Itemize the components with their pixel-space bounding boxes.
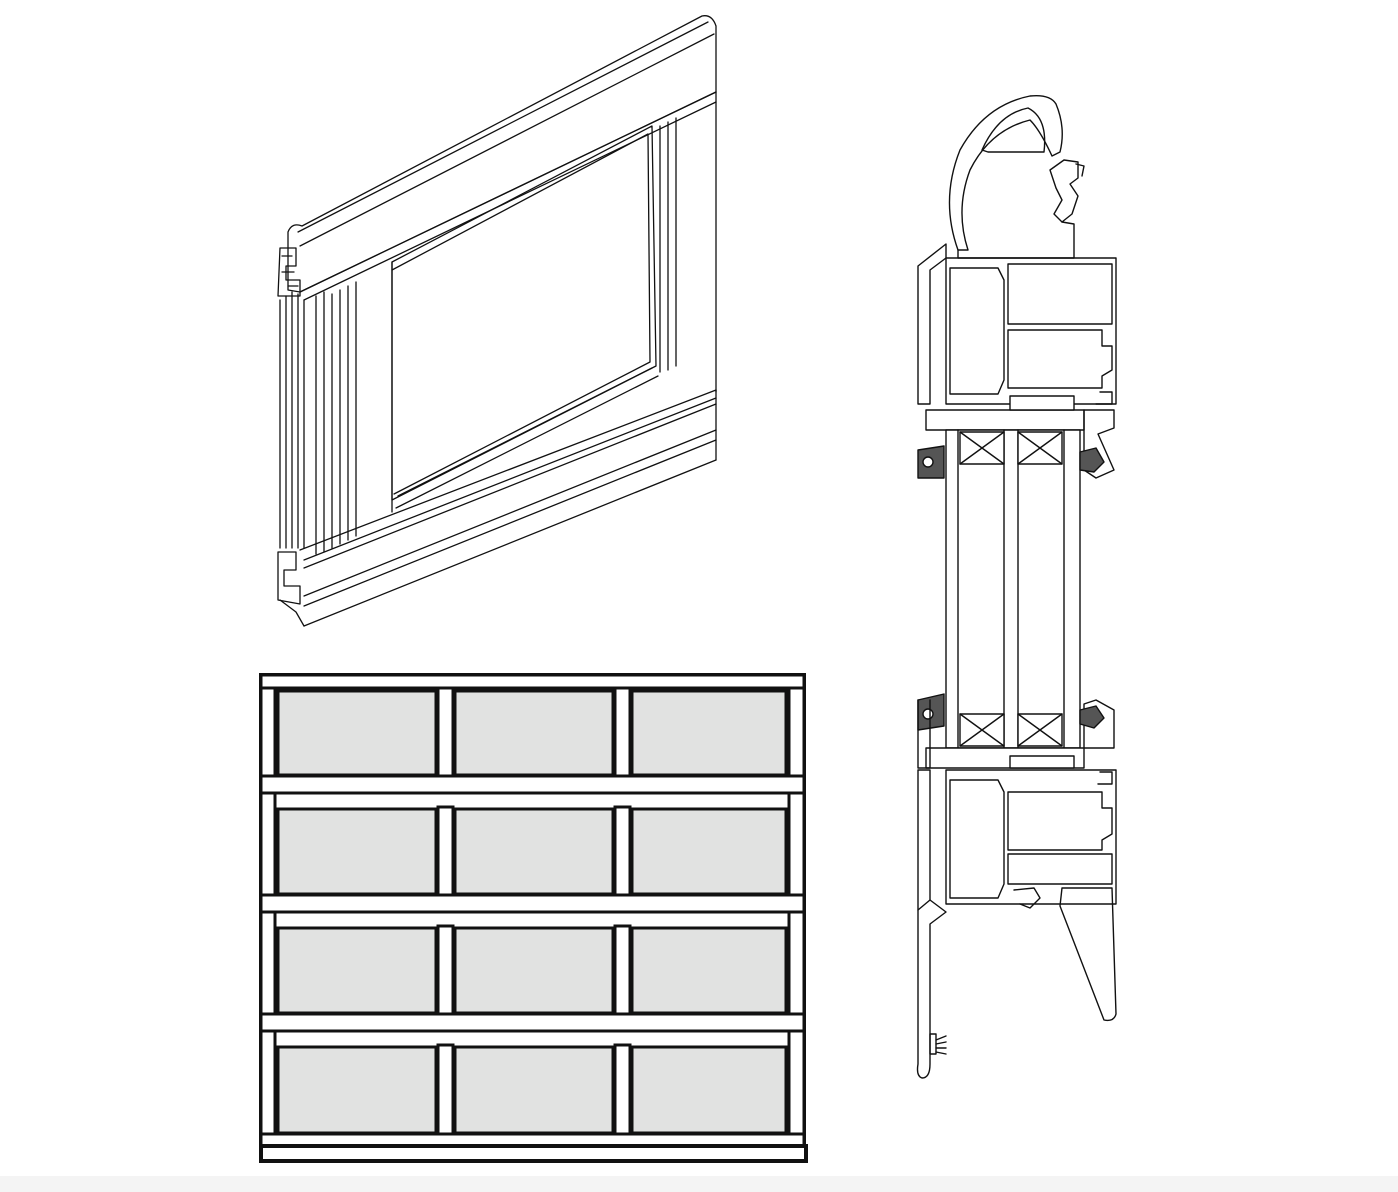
outer-skin-left xyxy=(917,243,947,405)
mullion xyxy=(613,924,632,1016)
lower-chamber-right-bottom xyxy=(1007,853,1113,885)
glass-pane xyxy=(630,926,788,1015)
top-cap-inner xyxy=(981,107,1046,153)
section-divider-2 xyxy=(259,893,806,914)
isometric-panel-section xyxy=(277,15,717,627)
top-rail-edge-2 xyxy=(299,33,715,247)
bottom-rail-line-2 xyxy=(303,403,717,569)
glass-bead-2 xyxy=(395,375,659,509)
bottom-spacer-inner xyxy=(1009,755,1075,769)
top-cap xyxy=(948,94,1063,251)
glass-pane xyxy=(630,1045,788,1135)
lower-chamber-left xyxy=(949,779,1005,899)
glass-pane xyxy=(276,926,438,1015)
section-divider-1 xyxy=(259,774,806,795)
mullion xyxy=(436,686,455,778)
bottom-drip xyxy=(1059,887,1117,1022)
gasket-bead xyxy=(922,708,934,720)
glass-pane xyxy=(276,689,438,777)
right-bead-bottom xyxy=(1083,699,1115,749)
bottom-clip xyxy=(1013,887,1041,909)
mullion xyxy=(613,805,632,897)
mullion xyxy=(436,924,455,1016)
spacer-top-b-x xyxy=(1017,431,1063,465)
top-rail-edge-3 xyxy=(299,91,717,293)
lower-frame xyxy=(945,769,1117,905)
brush-bristles xyxy=(935,1035,947,1055)
mullion xyxy=(613,1043,632,1136)
upper-hook xyxy=(1095,391,1113,405)
glass-frame-inner xyxy=(391,133,651,495)
top-spacer-inner xyxy=(1009,395,1075,411)
glass-pane xyxy=(276,1045,438,1135)
top-neck xyxy=(957,221,1075,259)
top-spacer-plate xyxy=(925,409,1085,431)
glass-pane xyxy=(453,807,615,896)
seal-bottom-right xyxy=(1079,705,1105,729)
upper-chamber-right-top xyxy=(1007,263,1113,325)
bottom-rail-line xyxy=(303,397,717,561)
top-clip xyxy=(1049,159,1079,223)
glass-pane xyxy=(276,807,438,896)
top-rail-edge xyxy=(297,21,709,233)
bottom-rail-line-4 xyxy=(303,439,717,607)
mullion xyxy=(436,1043,455,1136)
glass-bead xyxy=(397,367,653,497)
door-front-elevation xyxy=(259,673,808,1163)
top-end-profile xyxy=(277,247,301,297)
bottom-rail-bottom xyxy=(303,459,717,627)
upper-chamber-right-bottom xyxy=(1007,329,1113,389)
top-end-profile-2 xyxy=(281,255,299,287)
glass-unit-outer xyxy=(945,429,1081,749)
glass-pane xyxy=(630,689,788,777)
gasket-bead xyxy=(922,456,934,468)
top-clip-tiny xyxy=(1075,163,1085,177)
top-band xyxy=(259,673,806,690)
bottom-rail-top xyxy=(299,389,717,551)
bottom-rail-line-3 xyxy=(303,429,717,597)
lower-chamber-right-top xyxy=(1007,791,1113,851)
lower-skin xyxy=(916,769,947,1079)
spacer-bottom-b-x xyxy=(1017,713,1063,747)
top-rail-cap xyxy=(287,15,717,293)
spacer-top-a-x xyxy=(959,431,1005,465)
mullion xyxy=(436,805,455,897)
mullion xyxy=(613,686,632,778)
section-divider-3 xyxy=(259,1012,806,1033)
glass-pane xyxy=(453,926,615,1015)
bottom-lip xyxy=(279,599,305,627)
glass-pane xyxy=(453,689,615,777)
profile-cross-section xyxy=(916,94,1117,1079)
glass-pane xyxy=(630,807,788,896)
bottom-margin-band xyxy=(0,1176,1398,1192)
spacer-bottom-a-x xyxy=(959,713,1005,747)
upper-frame xyxy=(945,257,1117,405)
bottom-end-profile xyxy=(277,551,301,605)
seal-top-right xyxy=(1079,447,1105,473)
lower-skin-inner xyxy=(917,899,931,911)
outer-skin-left-bottom xyxy=(917,699,931,769)
brush-seal xyxy=(929,1033,937,1055)
upper-chamber-left xyxy=(949,267,1005,395)
lower-hook xyxy=(1097,771,1113,785)
bottom-sill xyxy=(259,1144,808,1163)
glass-pane xyxy=(453,1045,615,1135)
